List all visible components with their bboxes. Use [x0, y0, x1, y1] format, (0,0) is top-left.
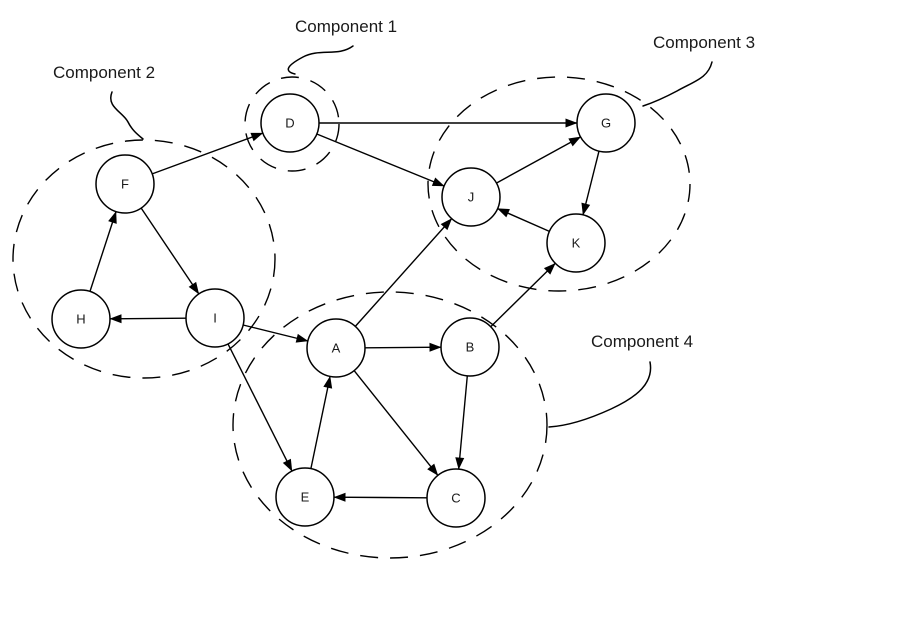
edge-H-to-F: [89, 211, 117, 292]
node-circle-C: [426, 468, 486, 528]
node-D: D: [260, 93, 320, 153]
edge-A-to-C: [353, 370, 439, 476]
edge-I-to-E: [227, 343, 293, 472]
node-I: I: [185, 288, 245, 348]
edge-A-to-J: [354, 218, 453, 327]
edge-B-to-K: [490, 262, 556, 328]
component-4: Component 4: [232, 291, 693, 559]
component-1: Component 1: [244, 17, 397, 172]
node-circle-A: [306, 318, 366, 378]
node-label-F: F: [121, 177, 129, 192]
node-B: B: [440, 317, 500, 377]
component-leader-line-1: [287, 45, 354, 75]
edges-layer: [89, 118, 600, 502]
node-circle-D: [260, 93, 320, 153]
component-boundary-3: [427, 76, 691, 292]
node-label-B: B: [466, 340, 475, 355]
component-label-4: Component 4: [591, 332, 693, 351]
node-G: G: [576, 93, 636, 153]
component-boundary-2: [12, 139, 276, 379]
node-circle-J: [441, 167, 501, 227]
node-circle-G: [576, 93, 636, 153]
node-label-I: I: [213, 311, 217, 326]
edge-D-to-J: [316, 133, 445, 187]
node-label-E: E: [301, 490, 310, 505]
component-label-2: Component 2: [53, 63, 155, 82]
component-2: Component 2: [12, 63, 276, 379]
node-A: A: [306, 318, 366, 378]
node-label-K: K: [572, 236, 581, 251]
component-leader-line-2: [110, 91, 144, 140]
node-H: H: [51, 289, 111, 349]
node-C: C: [426, 468, 486, 528]
component-boundary-1: [244, 76, 340, 172]
edge-G-to-K: [581, 150, 600, 216]
edge-C-to-E: [333, 492, 428, 502]
node-circle-I: [185, 288, 245, 348]
edge-A-to-B: [364, 342, 442, 352]
node-label-H: H: [76, 312, 85, 327]
node-F: F: [95, 154, 155, 214]
node-label-A: A: [332, 341, 341, 356]
node-circle-K: [546, 213, 606, 273]
component-boundaries-layer: Component 1 Component 2 Component 3 Compone…: [12, 17, 755, 559]
node-circle-B: [440, 317, 500, 377]
node-K: K: [546, 213, 606, 273]
edge-I-to-A: [242, 324, 309, 343]
component-leader-line-4: [548, 361, 652, 428]
edge-J-to-G: [496, 136, 582, 184]
component-boundary-4: [232, 291, 548, 559]
node-circle-F: [95, 154, 155, 214]
component-leader-line-3: [642, 61, 713, 107]
node-label-C: C: [451, 491, 460, 506]
edge-B-to-C: [455, 375, 468, 470]
node-label-D: D: [285, 116, 294, 131]
node-J: J: [441, 167, 501, 227]
node-circle-E: [275, 467, 335, 527]
node-label-G: G: [601, 116, 611, 131]
component-label-3: Component 3: [653, 33, 755, 52]
nodes-layer: D F H I A B E C G J K: [51, 93, 636, 528]
component-3: Component 3: [427, 33, 755, 292]
edge-F-to-I: [140, 207, 200, 295]
edge-F-to-D: [151, 132, 264, 175]
node-circle-H: [51, 289, 111, 349]
node-label-J: J: [468, 190, 475, 205]
component-label-1: Component 1: [295, 17, 397, 36]
node-E: E: [275, 467, 335, 527]
edge-I-to-H: [109, 314, 187, 324]
edge-E-to-A: [310, 375, 333, 469]
edge-K-to-J: [497, 207, 550, 233]
